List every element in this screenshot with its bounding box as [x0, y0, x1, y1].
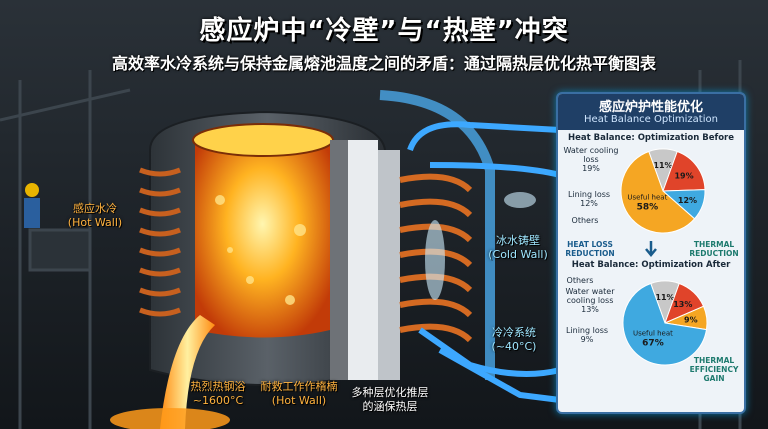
insulation-label: 多种层优化推层的涵保热层	[351, 386, 429, 413]
panel-header: 感应炉护性能优化 Heat Balance Optimization	[558, 94, 744, 130]
cold-wall-label: 冰水铸壁(Cold Wall)	[488, 234, 548, 261]
pie-0-slice-2-label: 11%	[653, 161, 672, 170]
induction-coil-left	[139, 167, 181, 317]
heat-balance-panel: 感应炉护性能优化 Heat Balance Optimization Heat …	[556, 92, 746, 414]
induction-coil-right	[399, 173, 473, 343]
worker-figure	[24, 183, 40, 228]
after-lining-loss-label: Lining loss 9%	[565, 326, 609, 344]
after-others-label: Others	[566, 276, 594, 285]
before-water-loss-label: Water cooling loss 19%	[563, 146, 619, 173]
pie-1-slice-3	[622, 282, 708, 366]
pie-after-title: Heat Balance: Optimization After	[571, 260, 731, 270]
panel-subtitle: Heat Balance Optimization	[584, 114, 718, 125]
molten-metal-pour	[110, 315, 230, 429]
page-title: 感应炉中“冷壁”与“热壁”冲突	[199, 16, 569, 46]
cooling-pipes	[407, 121, 561, 403]
pie-1-slice-1-label: 9%	[684, 316, 698, 325]
pie-0-slice-0-label: 19%	[674, 172, 693, 181]
pie-1-slice-2-label: 11%	[655, 293, 674, 302]
pie-1-slice-0-label: 13%	[673, 300, 692, 309]
refractory-label: 耐救工作作楕楠(Hot Wall)	[260, 380, 338, 407]
cooling-system-label: 冷冷系统(~40°C)	[491, 326, 537, 353]
hot-wall-label: 感应水冷(Hot Wall)	[67, 202, 123, 229]
melt-bath-label: 热烈热钢浴~1600°C	[190, 380, 246, 407]
pie-0-slice-0	[662, 150, 706, 192]
furnace-body	[139, 90, 495, 386]
after-water-loss-label: Water water cooling loss 13%	[565, 287, 615, 314]
pie-0-slice-3	[620, 150, 696, 234]
down-arrow-icon	[645, 241, 657, 257]
pie-0-slice-1-label: 12%	[678, 196, 697, 205]
water-spray	[425, 192, 536, 300]
panel-title: 感应炉护性能优化	[598, 100, 703, 115]
before-others-label: Others	[571, 216, 599, 225]
thermal-efficiency-gain-label: THERMAL EFFICIENCY GAIN	[689, 356, 739, 383]
pie-before-title: Heat Balance: Optimization Before	[567, 133, 735, 143]
before-lining-loss-label: Lining loss 12%	[567, 190, 611, 208]
page-subtitle: 高效率水冷系统与保持金属熔池温度之间的矛盾：通过隔热层优化热平衡图表	[111, 54, 656, 73]
